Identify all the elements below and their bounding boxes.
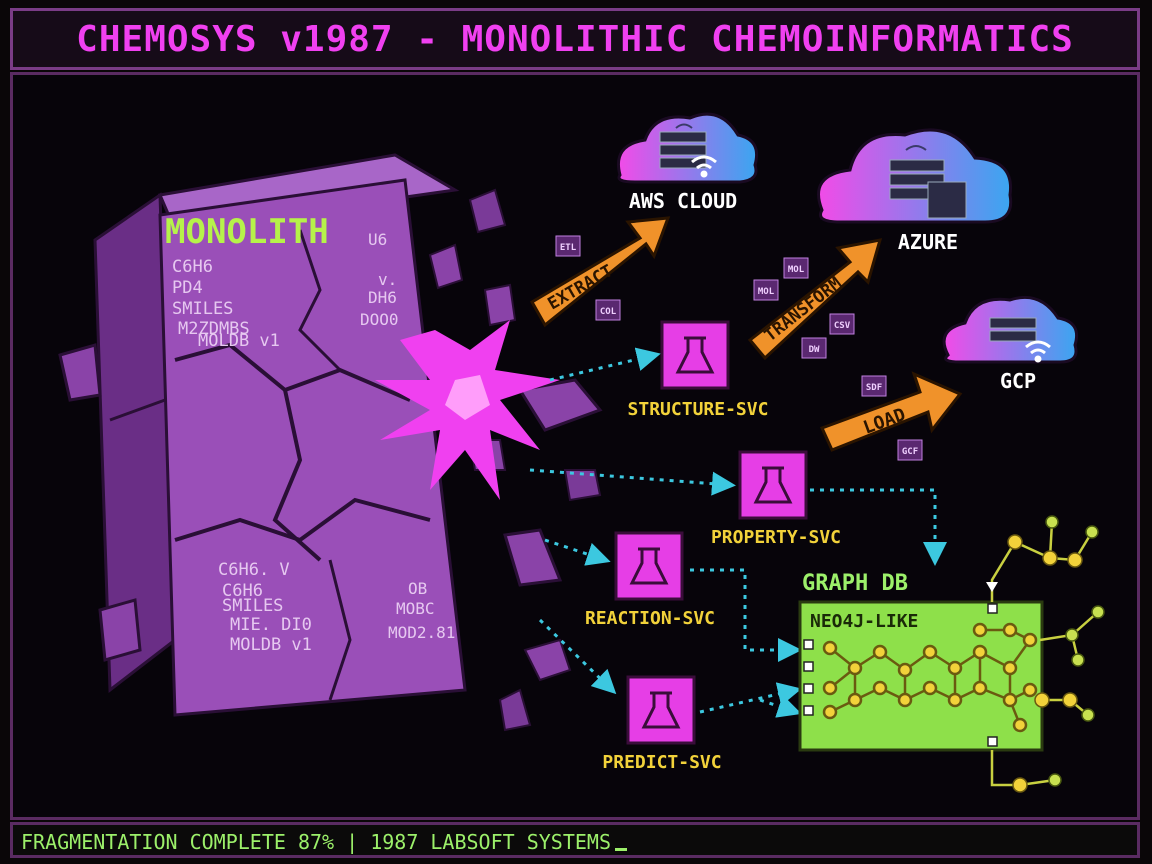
monolith-tl-line-5: MOLDB v1 <box>198 331 280 351</box>
mol-chip-2: MOL <box>753 279 779 301</box>
monolith-tl-line-1: C6H6 <box>172 257 213 277</box>
etl-chip: ETL <box>555 235 581 257</box>
monolith-bottom-left-text: C6H6. V C6H6 SMILES MIE. DI0 MOLDB v1 <box>218 560 312 655</box>
wifi-icon <box>905 145 927 151</box>
gcp-cloud-label: GCP <box>1000 369 1036 393</box>
monolith-bl-line-3: SMILES <box>222 596 283 616</box>
azure-cloud-label: AZURE <box>898 230 958 254</box>
monolith-br-line-2: MOBC <box>396 599 435 618</box>
monolith-bl-line-2: C6H6 <box>222 581 263 601</box>
property-svc <box>738 450 808 520</box>
monolith-top-left-text: C6H6 PD4 SMILES M2ZDMBS MOLDB v1 <box>172 257 280 351</box>
predict-svc <box>626 675 696 745</box>
monolith-tr-line-4: DOO0 <box>360 310 399 329</box>
csv-chip-label: CSV <box>834 321 851 331</box>
wifi-icon <box>691 155 717 178</box>
status-line: FRAGMENTATION COMPLETE 87% | 1987 LABSOF… <box>21 830 628 854</box>
status-bar: FRAGMENTATION COMPLETE 87% | 1987 LABSOF… <box>10 822 1140 858</box>
load-arrow: LOAD <box>819 371 963 452</box>
service-connectors <box>529 347 947 718</box>
graph-db-subtitle: NEO4J-LIKE <box>810 611 918 632</box>
dw-chip-label: DW <box>809 345 820 355</box>
monolith-tl-line-4: M2ZDMBS <box>178 319 250 339</box>
aws-cloud-label: AWS CLOUD <box>629 189 737 213</box>
monolith-bl-line-4: MIE. DI0 <box>230 615 312 635</box>
flask-icon <box>753 466 793 504</box>
graph-db-title: GRAPH DB <box>802 571 908 596</box>
monolith-tr-line-3: DH6 <box>368 288 397 307</box>
monolith-tl-line-2: PD4 <box>172 278 203 298</box>
status-text: FRAGMENTATION COMPLETE 87% | 1987 LABSOF… <box>21 830 612 854</box>
text-cursor <box>615 848 628 851</box>
explosion-burst <box>375 320 560 500</box>
col-chip: COL <box>595 299 621 321</box>
aws-cloud <box>617 112 759 184</box>
monolith-top-right-text: U6 v. DH6 DOO0 <box>360 230 399 329</box>
reaction-svc-label: REACTION-SVC <box>585 608 715 629</box>
dw-chip: DW <box>801 337 827 359</box>
wifi-icon <box>1025 340 1051 363</box>
monolith-tr-line-1: U6 <box>368 230 387 249</box>
sdf-chip: SDF <box>861 375 887 397</box>
flask-icon <box>629 547 669 585</box>
monolith-tr-line-2: v. <box>378 270 397 289</box>
csv-chip: CSV <box>829 313 855 335</box>
monolith-block <box>58 153 603 732</box>
window-title: CHEMOSYS v1987 - MONOLITHIC CHEMOINFORMA… <box>76 19 1074 60</box>
structure-svc-label: STRUCTURE-SVC <box>628 399 769 420</box>
monolith-bl-line-5: MOLDB v1 <box>230 635 312 655</box>
gcp-cloud <box>942 295 1079 364</box>
graph-db-panel: NEO4J-LIKE <box>798 600 1044 752</box>
graph-db-ports <box>803 603 998 747</box>
azure-cloud <box>817 128 1013 224</box>
mol-chip-1-label: MOL <box>788 265 805 275</box>
structure-svc <box>660 320 730 390</box>
title-bar: CHEMOSYS v1987 - MONOLITHIC CHEMOINFORMA… <box>10 8 1140 70</box>
mol-chip-1: MOL <box>783 257 809 279</box>
gcf-chip: GCF <box>897 439 923 461</box>
monolith-br-line-1: OB <box>408 579 427 598</box>
wifi-icon <box>675 123 693 129</box>
gcf-chip-label: GCF <box>902 447 918 457</box>
mol-chip-2-label: MOL <box>758 287 775 297</box>
monolith-title: MONOLITH <box>165 212 329 252</box>
monolith-br-line-3: MOD2.81 <box>388 623 455 642</box>
flask-icon <box>641 691 681 729</box>
monolith-bl-line-1: C6H6. V <box>218 560 290 580</box>
property-svc-label: PROPERTY-SVC <box>711 527 841 548</box>
graph-network <box>822 622 1038 733</box>
etl-chip-label: ETL <box>560 243 577 253</box>
reaction-svc <box>614 531 684 601</box>
sdf-chip-label: SDF <box>866 383 882 393</box>
monolith-bottom-right-text: OB MOBC MOD2.81 <box>388 579 455 642</box>
graph-external-nodes <box>986 515 1105 793</box>
load-label: LOAD <box>861 404 909 439</box>
col-chip-label: COL <box>600 307 617 317</box>
flask-icon <box>675 336 715 374</box>
predict-svc-label: PREDICT-SVC <box>602 752 721 773</box>
monolith-tl-line-3: SMILES <box>172 299 233 319</box>
